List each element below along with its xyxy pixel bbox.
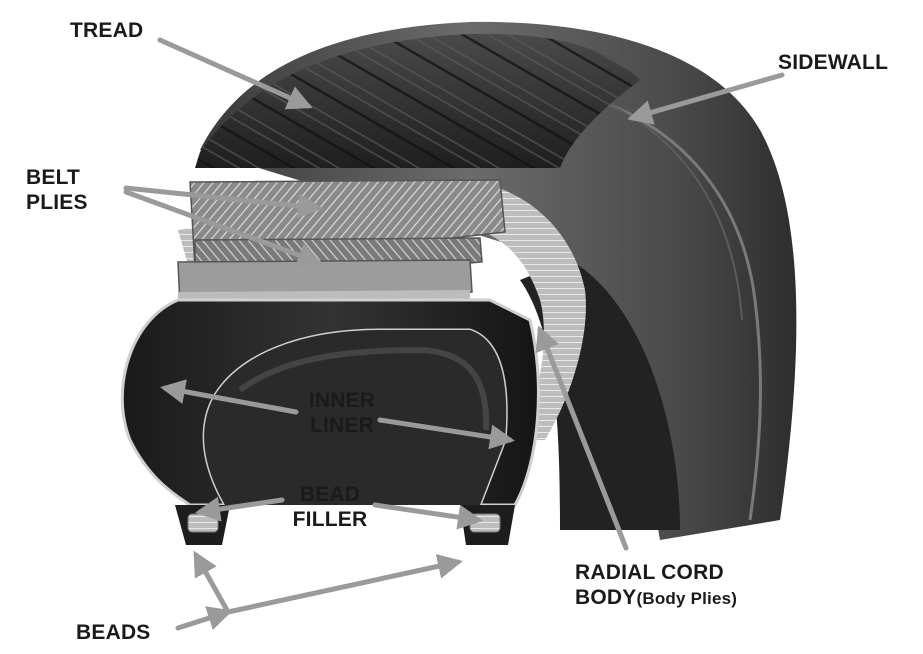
label-belt-plies-line1: BELT: [26, 166, 81, 189]
arrow-beads-right: [225, 554, 463, 615]
arrow-inner-liner-left: [160, 379, 299, 415]
label-radial-cord-body-word: BODY: [575, 586, 637, 609]
label-beads: BEADS: [76, 621, 151, 644]
label-radial-cord-line2: BODY(Body Plies): [575, 585, 737, 611]
arrow-beads-left: [193, 550, 231, 615]
arrow-radial-cord: [535, 325, 629, 551]
arrow-bead-filler-right: [372, 502, 483, 530]
arrow-inner-liner-right: [377, 417, 515, 450]
label-inner-liner-line2: LINER: [310, 414, 374, 437]
label-tread: TREAD: [70, 19, 144, 42]
arrow-belt-plies-2: [123, 189, 323, 267]
arrow-belt-plies-1: [123, 185, 323, 219]
label-radial-cord-line1: RADIAL CORD: [575, 561, 724, 584]
arrow-sidewall: [627, 72, 785, 125]
label-radial-cord-body-plies: (Body Plies): [636, 589, 738, 608]
label-radial-cord-body: RADIAL CORD BODY(Body Plies): [575, 560, 737, 611]
arrow-tread: [157, 37, 313, 110]
label-belt-plies: BELT PLIES: [26, 165, 88, 215]
right-bead-shape: [460, 505, 515, 545]
label-inner-liner: INNER LINER: [296, 388, 388, 438]
arrow-bead-filler-left: [195, 496, 285, 522]
label-bead-filler-line1: BEAD: [299, 483, 361, 506]
label-bead-filler: BEAD FILLER: [280, 482, 380, 532]
label-bead-filler-line2: FILLER: [292, 508, 368, 531]
label-inner-liner-line1: INNER: [308, 389, 376, 412]
arrow-beads-tail: [175, 606, 233, 631]
label-sidewall: SIDEWALL: [778, 51, 889, 74]
label-belt-plies-line2: PLIES: [26, 191, 88, 214]
